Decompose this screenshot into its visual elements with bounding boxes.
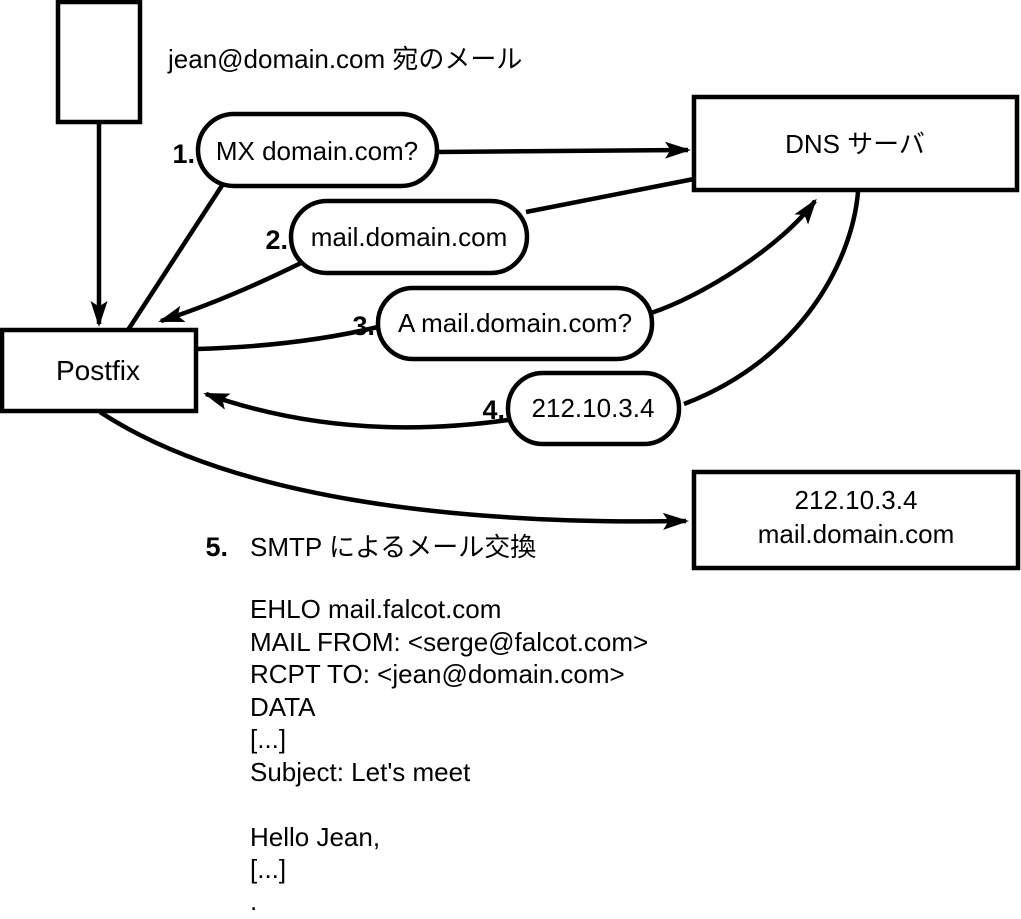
arrow-postfix-to-mailserver [98,410,689,530]
arrow-reply2-to-postfix [158,259,304,324]
smtp-line: RCPT TO: <jean@domain.com> [250,659,625,689]
smtp-line: [...] [250,724,286,754]
postfix-label: Postfix [56,355,140,386]
smtp-line: [...] [250,854,286,884]
diagram-title: jean@domain.com 宛のメール [167,44,522,74]
step2-number: 2. [265,225,288,255]
step1-label: MX domain.com? [216,136,418,166]
line-postfix-to-query3 [196,324,379,352]
smtp-line: . [250,886,257,916]
dns-server-label: DNS サーバ [785,129,925,159]
smtp-line: Hello Jean, [250,822,380,852]
step3-number: 3. [352,311,375,341]
step4-label: 212.10.3.4 [532,393,655,423]
mail-server-box [691,469,1021,571]
smtp-line: Subject: Let's meet [250,757,471,787]
mail-server-ip: 212.10.3.4 [795,485,918,515]
smtp-line: MAIL FROM: <serge@falcot.com> [250,627,648,657]
smtp-line: EHLO mail.falcot.com [250,594,501,624]
arrow-query3-to-dns [650,198,817,316]
step5-label: SMTP によるメール交換 [250,532,536,562]
step5-number: 5. [205,532,228,562]
step1-number: 1. [172,139,195,169]
step3-label: A mail.domain.com? [398,308,632,338]
line-dns-to-reply4 [683,191,861,407]
bubble-step1-mx-query [195,111,440,189]
envelope-icon [55,0,143,125]
postfix-box [0,327,199,414]
arrow-query1-to-dns [436,141,691,159]
arrow-reply4-to-postfix [203,391,509,430]
step2-label: mail.domain.com [311,222,508,252]
bubble-step2-mx-reply [288,198,530,276]
bubble-step3-a-query [375,285,655,362]
smtp-line: DATA [250,692,316,722]
line-postfix-to-query1 [126,182,225,332]
mail-server-hostname: mail.domain.com [758,519,955,549]
line-dns-to-reply2 [525,176,695,215]
bubble-step4-a-reply [505,370,682,447]
step4-number: 4. [482,395,505,425]
dns-server-box [691,94,1020,193]
